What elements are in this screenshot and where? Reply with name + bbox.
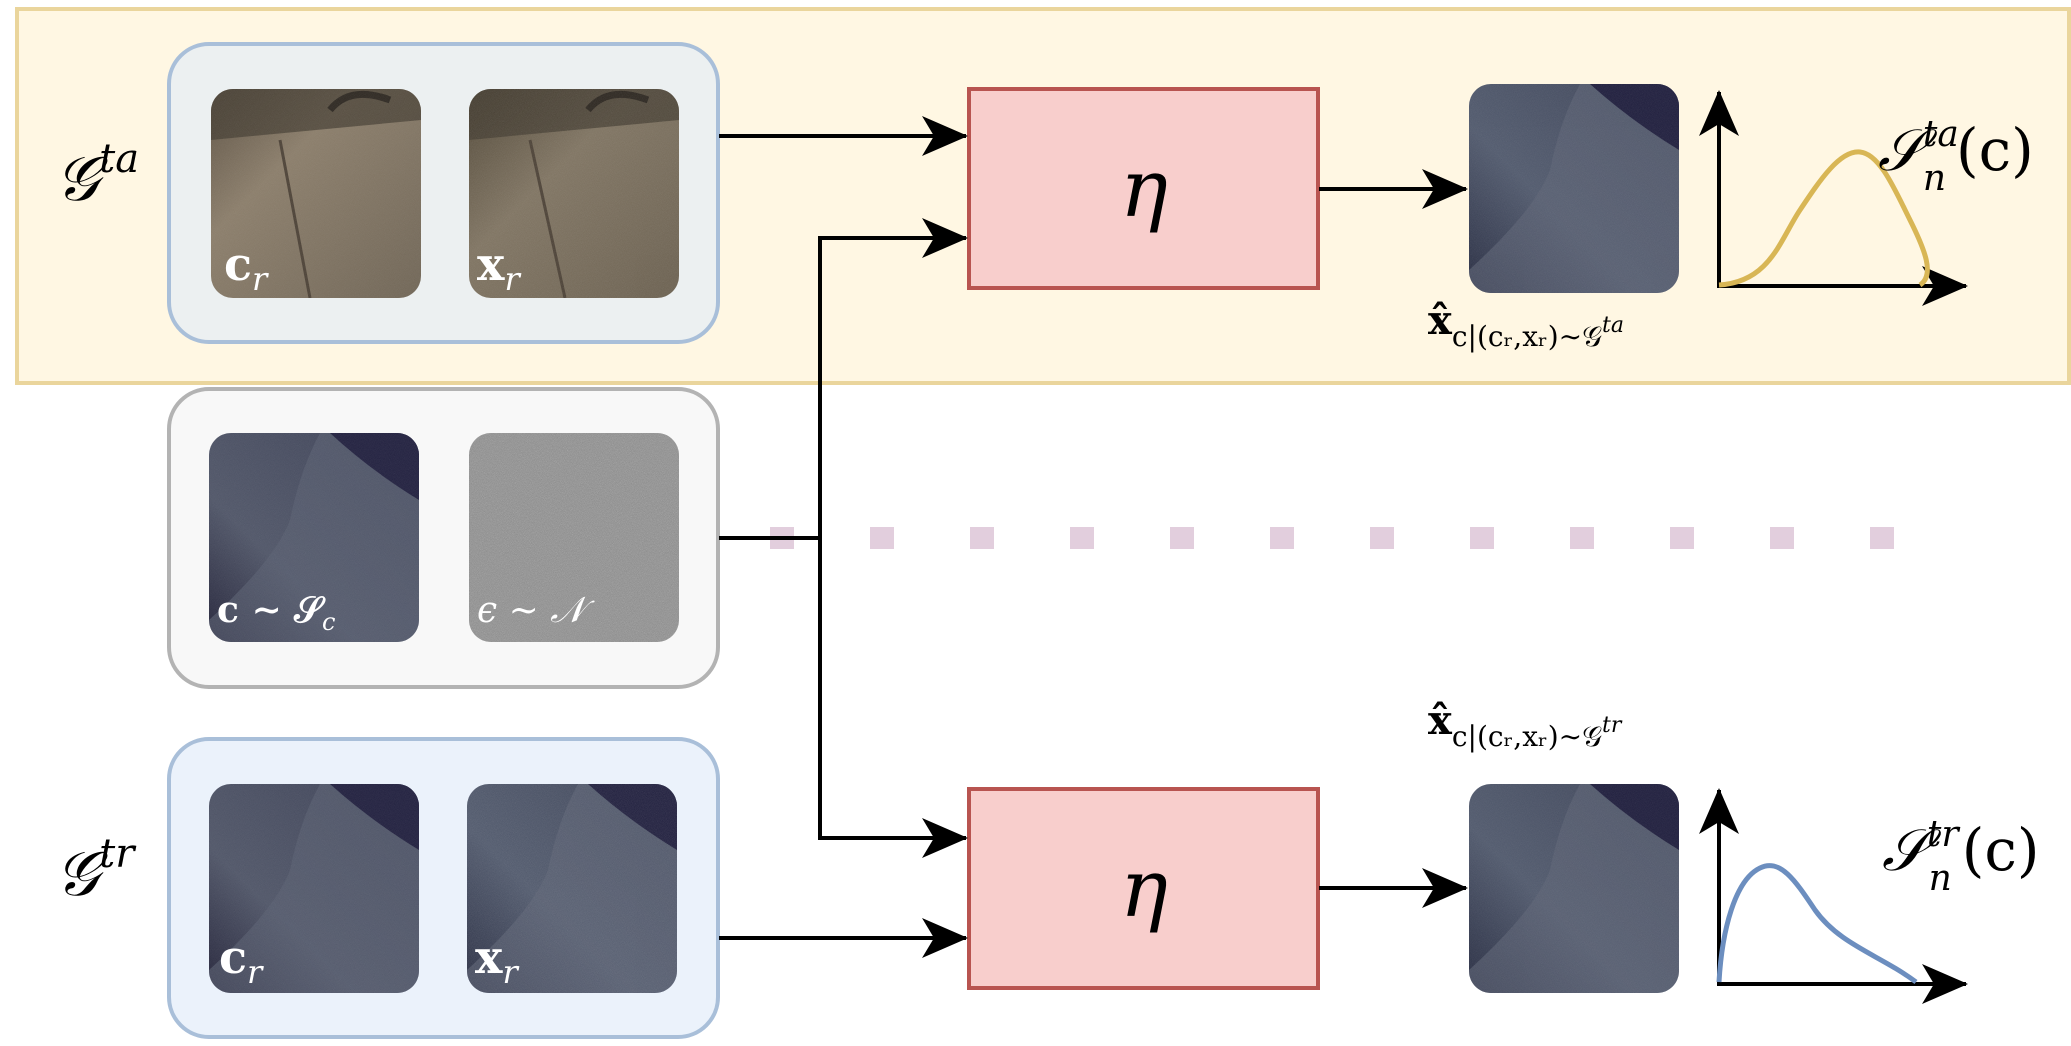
target-distribution-plot bbox=[1699, 90, 1968, 306]
sampled-context-tile bbox=[209, 433, 419, 642]
connector-arrows bbox=[719, 116, 1468, 958]
eta-label-top: η bbox=[1120, 142, 1168, 235]
train-reference-tile bbox=[467, 784, 677, 993]
train-distribution-curve bbox=[1716, 863, 1918, 985]
eta-box-bottom bbox=[967, 787, 1320, 990]
train-distribution-plot bbox=[1699, 788, 1968, 1004]
target-output-tile bbox=[1469, 84, 1679, 293]
target-output-label: x̂c|(cᵣ,xᵣ)∼𝒢ta bbox=[1428, 297, 1624, 353]
target-distribution-curve bbox=[1718, 149, 1930, 288]
eta-box-top bbox=[967, 87, 1320, 290]
sampled-context-label: c ∼ 𝒮c bbox=[217, 589, 335, 636]
noise-tile bbox=[469, 433, 679, 642]
target-context-tile bbox=[211, 89, 421, 298]
noise-label: ϵ ∼ 𝒩 bbox=[477, 590, 595, 631]
train-output-label: x̂c|(cᵣ,xᵣ)∼𝒢tr bbox=[1428, 697, 1623, 753]
train-output-tile bbox=[1469, 784, 1679, 993]
train-group-label: 𝒢tr bbox=[55, 831, 137, 910]
target-reference-tile bbox=[469, 89, 679, 298]
train-reference-label: xr bbox=[475, 930, 519, 991]
eta-label-bottom: η bbox=[1120, 842, 1168, 935]
train-context-tile bbox=[209, 784, 419, 993]
target-reference-label: xr bbox=[477, 237, 521, 298]
target-context-label: cr bbox=[224, 237, 269, 298]
train-context-label: cr bbox=[219, 930, 264, 991]
